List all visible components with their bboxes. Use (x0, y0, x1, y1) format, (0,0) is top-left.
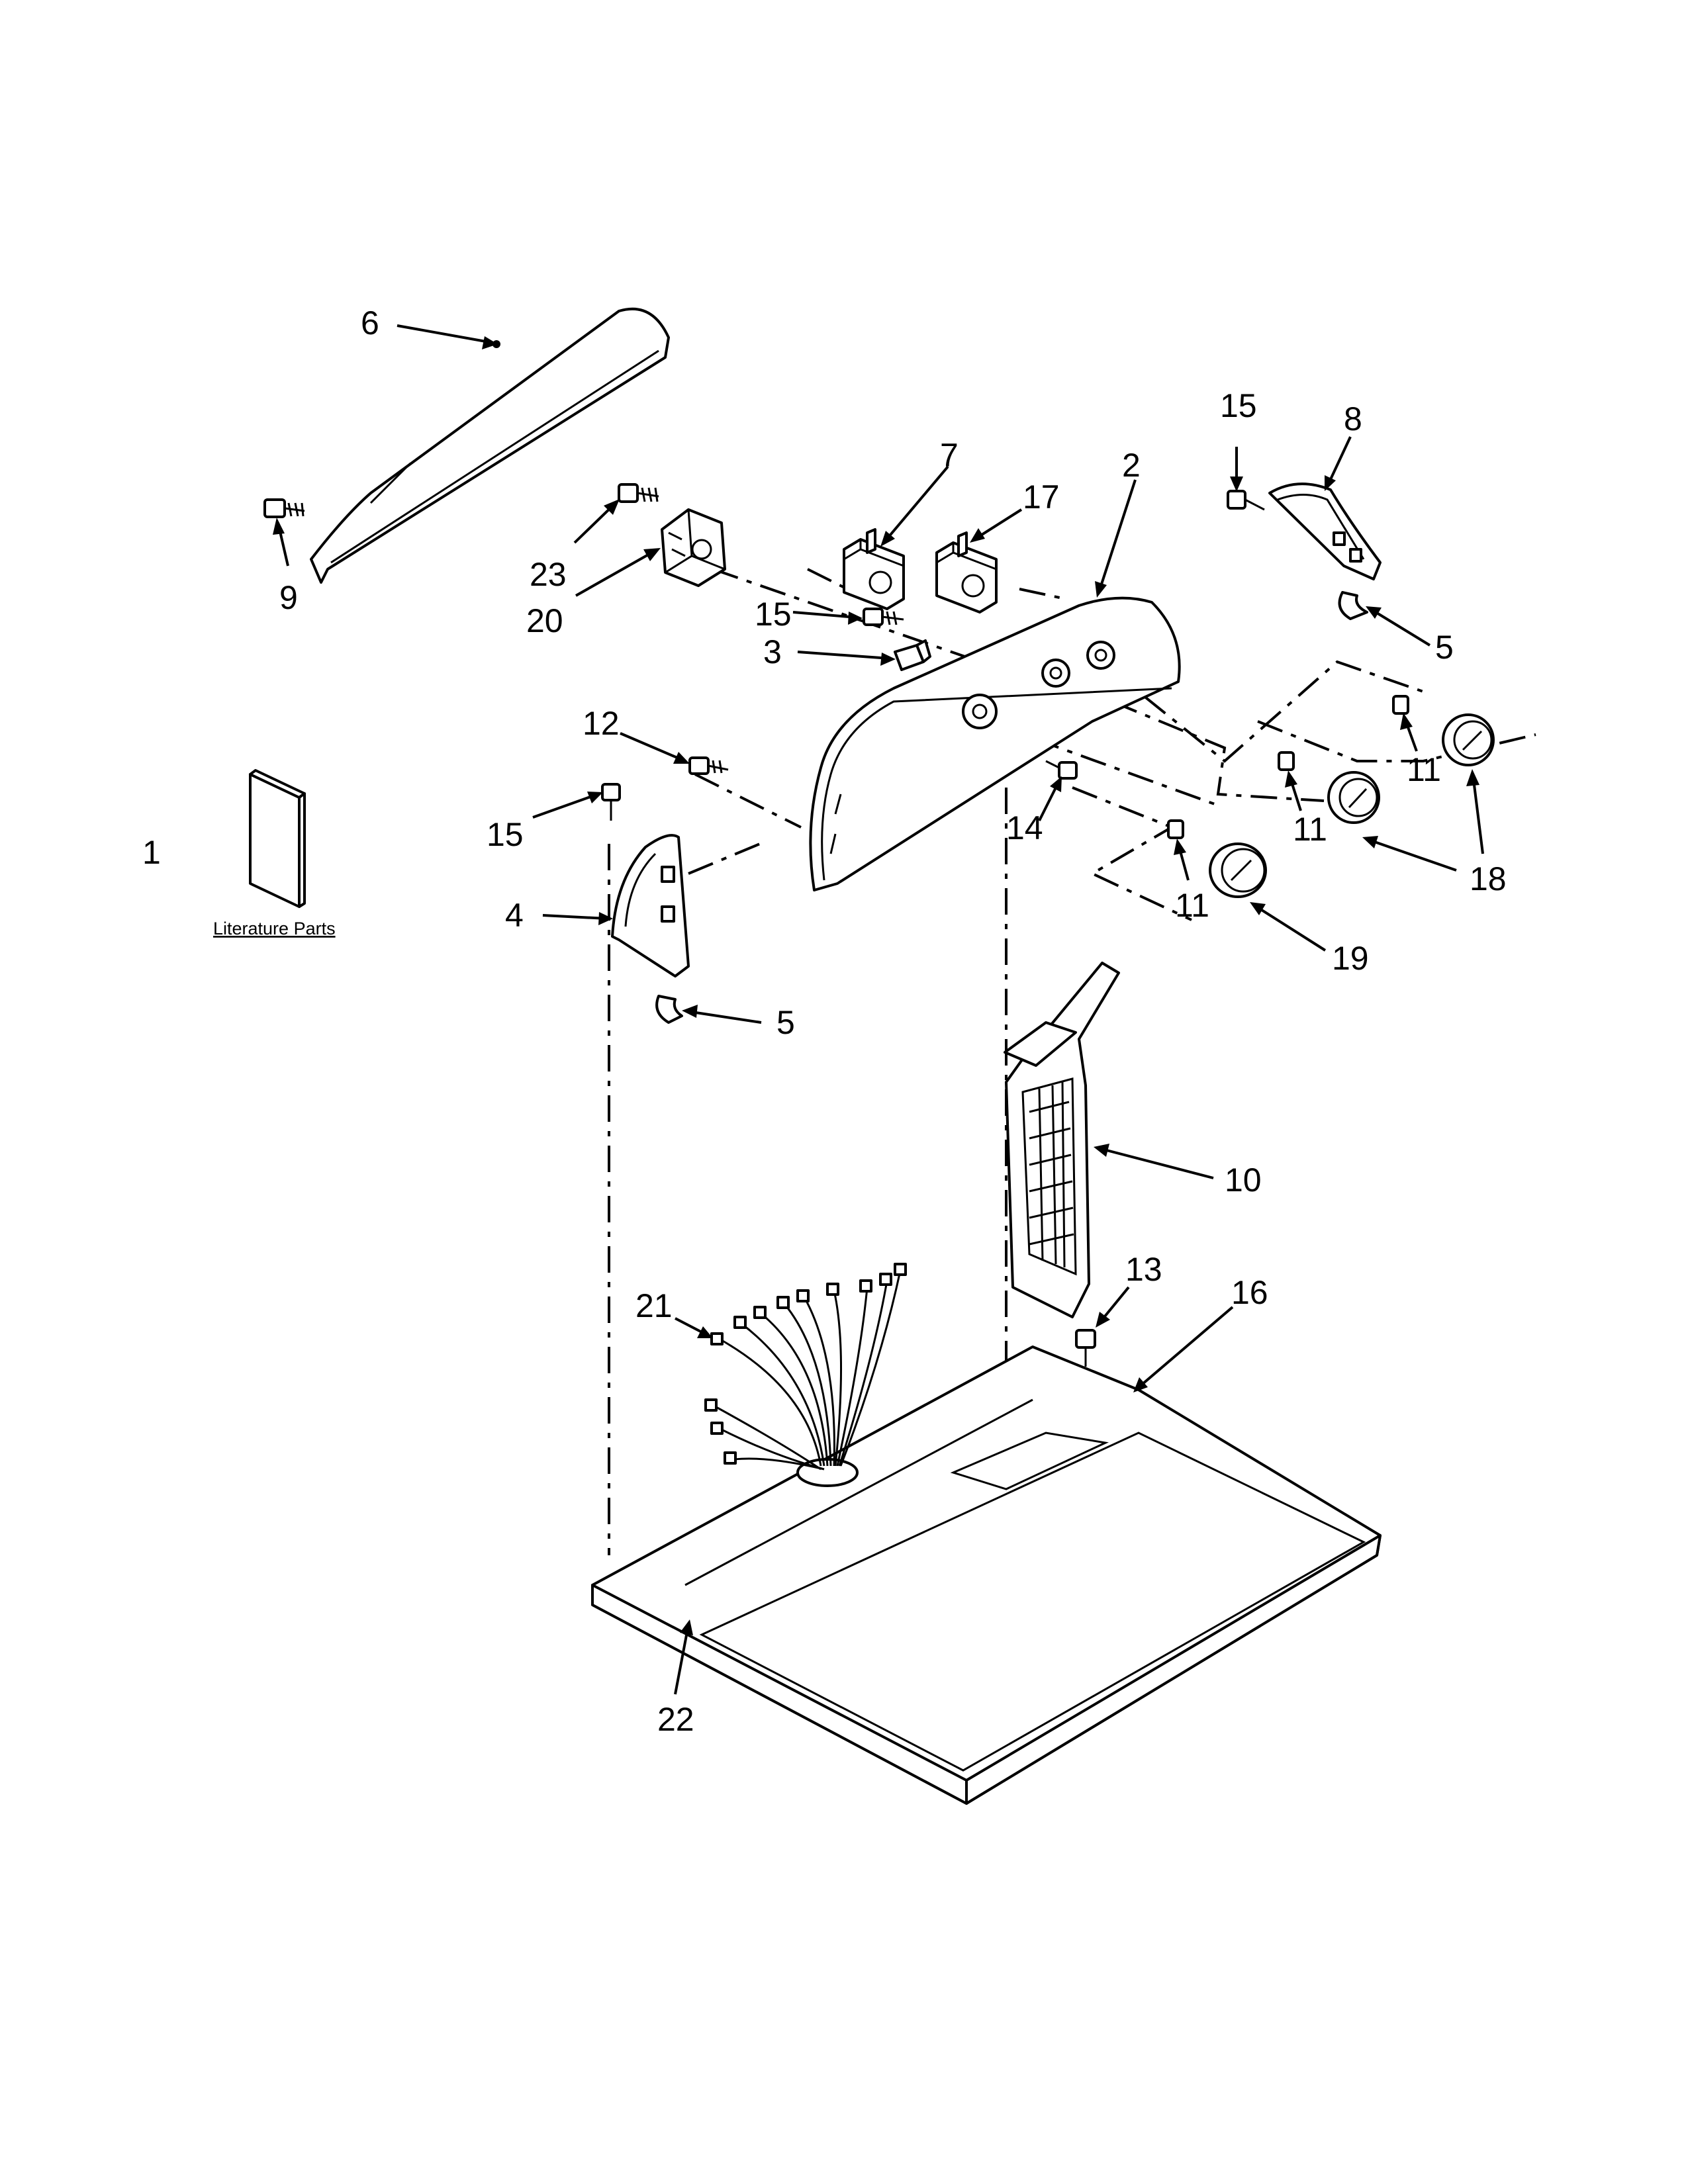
timer (661, 508, 726, 587)
callout-22: 22 (657, 1701, 694, 1738)
clip-3 (894, 639, 931, 671)
callout-9: 9 (279, 579, 298, 616)
wire-harness (704, 1263, 907, 1487)
callout-19: 19 (1332, 940, 1369, 977)
callout-labels: 1 2 3 4 5 5 6 7 8 9 10 11 11 11 11 12 13… (142, 304, 1507, 1738)
screw-15-left (601, 783, 621, 821)
callout-15-right: 15 (1220, 387, 1257, 424)
callout-1: 1 (142, 834, 161, 871)
callout-5-left: 5 (776, 1004, 795, 1041)
selector-switch-7 (843, 528, 905, 610)
callout-17: 17 (1023, 478, 1060, 516)
control-console (809, 596, 1181, 891)
callout-2: 2 (1122, 447, 1141, 484)
callout-13: 13 (1125, 1251, 1162, 1288)
screw-14 (1045, 760, 1078, 780)
callout-21: 21 (635, 1287, 673, 1324)
callout-10: 10 (1225, 1161, 1262, 1199)
callout-8: 8 (1344, 400, 1362, 437)
console-end-cap-right (1268, 482, 1382, 580)
callout-15-upper: 15 (755, 596, 792, 633)
console-end-cap-left (611, 834, 690, 978)
callout-15-left: 15 (487, 816, 524, 853)
knob-insert-11b (1278, 751, 1295, 771)
callout-14: 14 (1006, 809, 1043, 846)
callout-16: 16 (1231, 1274, 1268, 1311)
knob-insert-11a (1167, 819, 1184, 839)
callout-4: 4 (505, 897, 524, 934)
clip-5-left (655, 995, 683, 1024)
console-rear-panel (310, 307, 670, 584)
literature-caption: Literature Parts (213, 919, 336, 938)
callout-3: 3 (763, 633, 782, 670)
callout-12: 12 (583, 705, 620, 742)
screw-9 (263, 498, 305, 518)
screw-23 (618, 483, 659, 503)
screw-13 (1075, 1329, 1096, 1367)
callout-18: 18 (1470, 860, 1507, 897)
screw-12 (688, 756, 729, 775)
callout-6: 6 (361, 304, 379, 341)
control-knob-18b (1442, 713, 1495, 766)
screw-15-right (1227, 490, 1265, 511)
top-panel (591, 1345, 1382, 1805)
screw-15-upper (863, 608, 904, 626)
clip-5-right (1338, 591, 1368, 620)
literature-parts-booklet (249, 769, 306, 908)
selector-switch-17 (935, 531, 998, 614)
lint-screen (1004, 962, 1120, 1318)
callout-11a: 11 (1175, 887, 1209, 924)
control-knob-18a (1327, 771, 1380, 824)
callout-20: 20 (526, 602, 563, 639)
knob-insert-11c (1392, 695, 1409, 715)
callout-11c: 11 (1407, 751, 1441, 788)
callout-7: 7 (940, 437, 959, 474)
control-knob-19 (1209, 842, 1267, 898)
leader-lines (273, 324, 1484, 1695)
callout-5-right: 5 (1435, 629, 1454, 666)
callout-23: 23 (530, 556, 567, 593)
callout-11b: 11 (1293, 811, 1327, 848)
